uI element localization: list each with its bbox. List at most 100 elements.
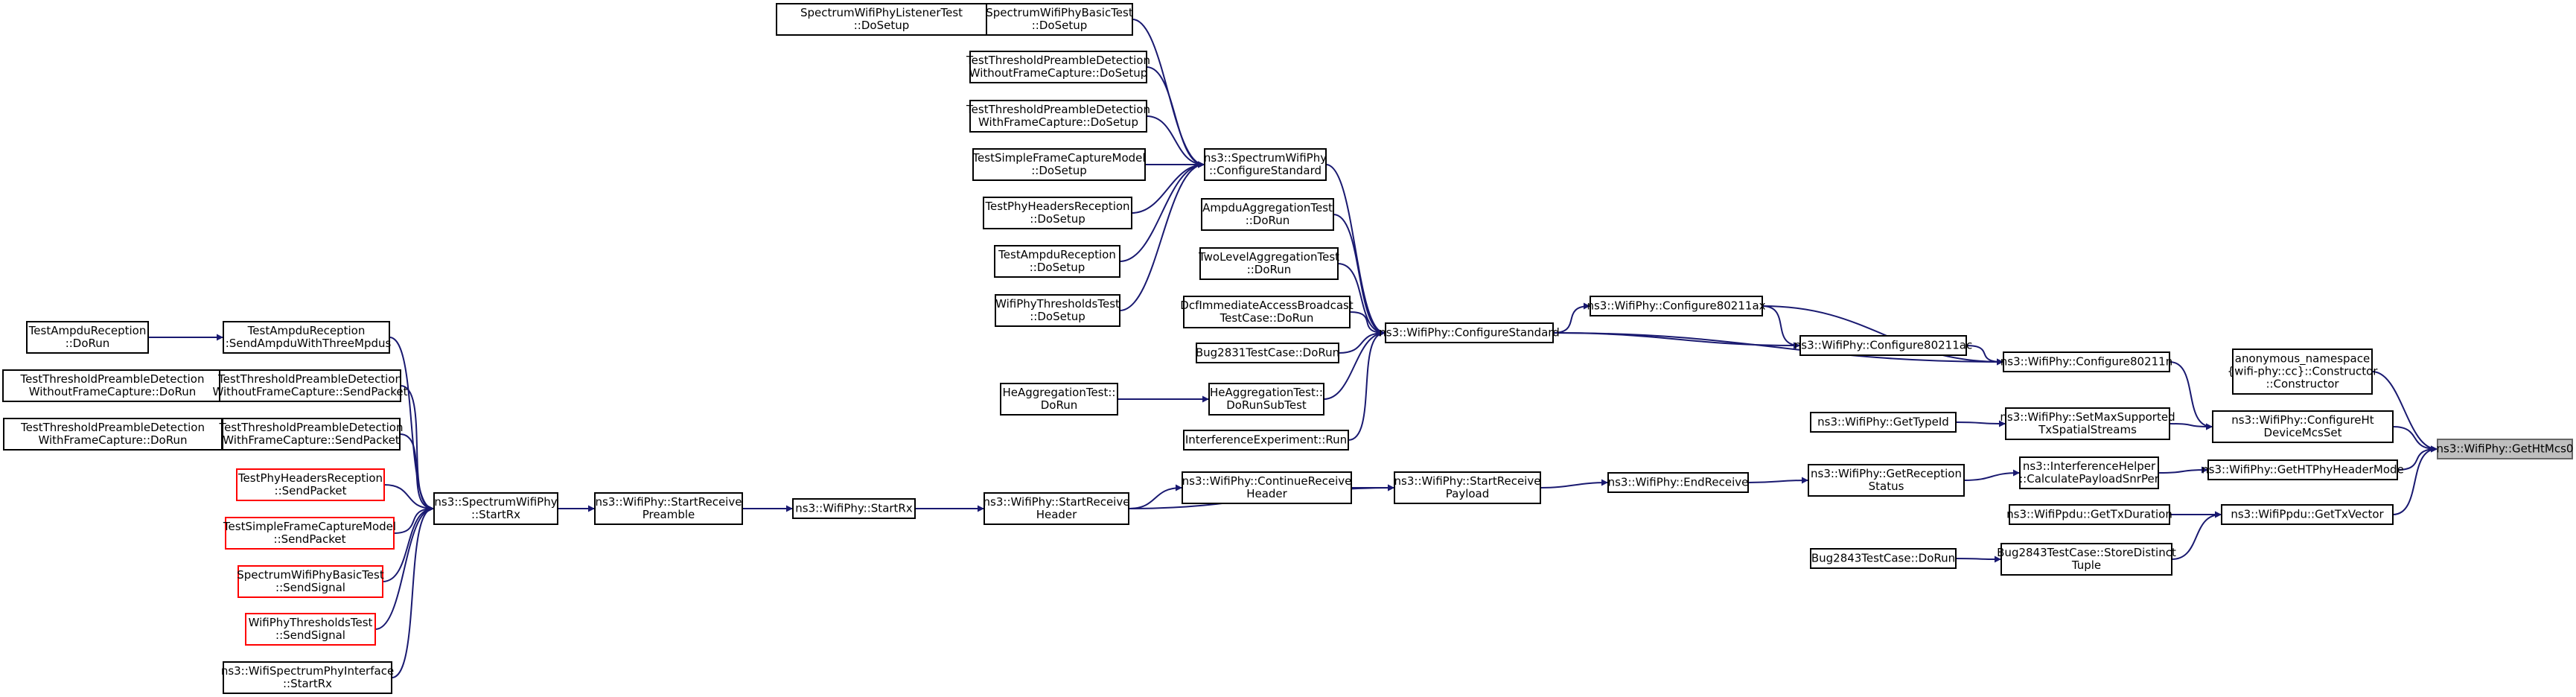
node-box [236, 468, 385, 501]
node-box [1607, 472, 1749, 493]
edge-n17-to-n19 [1762, 305, 2003, 366]
node-label-line: {wifi-phy::cc}::Constructor [2228, 365, 2379, 378]
node-label-line: DoRun [1041, 398, 1078, 412]
node-bug2843testcase-dorun[interactable]: Bug2843TestCase::DoRun [1810, 548, 1957, 569]
node-box [1183, 296, 1351, 328]
node-testthresholdpreambledetection-withframecapture-sendpacket[interactable]: TestThresholdPreambleDetectionWithFrameC… [219, 418, 404, 451]
node-label-line: ::DoRun [1246, 214, 1290, 227]
node-interferenceexperiment-run[interactable]: InterferenceExperiment::Run [1183, 430, 1349, 451]
edge-n22-to-n23 [2169, 423, 2213, 430]
node-anonymous-namespace-wifi-phy-cc-constructor-constructor[interactable]: anonymous_namespace{wifi-phy::cc}::Const… [2228, 348, 2379, 395]
edge-n34-to-n36 [374, 505, 434, 630]
node-heaggregationtest-dorunsubtest[interactable]: HeAggregationTest::DoRunSubTest [1208, 383, 1324, 416]
node-ns3-spectrumwifiphy-startrx[interactable]: ns3::SpectrumWifiPhy::StartRx [433, 492, 558, 525]
node-testphyheadersreception-dosetup[interactable]: TestPhyHeadersReception::DoSetup [983, 197, 1132, 229]
node-testthresholdpreambledetection-withoutframecapture-dosetup[interactable]: TestThresholdPreambleDetectionWithoutFra… [966, 51, 1150, 83]
node-ns3-wifippdu-gettxduration[interactable]: ns3::WifiPpdu::GetTxDuration [2006, 504, 2172, 525]
node-label-line: ns3::InterferenceHelper [2023, 459, 2156, 473]
node-wifiphythresholdstest-dosetup[interactable]: WifiPhyThresholdsTest::DoSetup [995, 294, 1120, 327]
node-ns3-wifiphy-gettypeid[interactable]: ns3::WifiPhy::GetTypeId [1810, 412, 1957, 433]
node-ns3-wifispectrumphyinterface-startrx[interactable]: ns3::WifiSpectrumPhyInterface::StartRx [221, 661, 394, 694]
node-box [1590, 296, 1763, 316]
node-testthresholdpreambledetection-withoutframecapture-dorun[interactable]: TestThresholdPreambleDetectionWithoutFra… [2, 369, 223, 402]
edge-n19-to-n23 [2169, 361, 2213, 430]
node-testampdureception-dorun[interactable]: TestAmpduReception::DoRun [26, 321, 149, 354]
edge-n16-to-n18 [1552, 332, 1800, 349]
node-box [1394, 471, 1541, 504]
node-dcfimmediateaccessbroadcast-testcase-dorun[interactable]: DcfImmediateAccessBroadcastTestCase::DoR… [1180, 296, 1354, 328]
node-box [223, 661, 392, 694]
node-label-line: Bug2831TestCase::DoRun [1196, 346, 1339, 360]
node-testsimpleframecapturemodel-sendpacket[interactable]: TestSimpleFrameCaptureModel::SendPacket [223, 517, 396, 550]
node-box [222, 418, 401, 451]
node-testampdureception-sendampduwiththreempdus[interactable]: TestAmpduReception::SendAmpduWithThreeMp… [222, 321, 392, 354]
node-ns3-wifiphy-configure80211ac[interactable]: ns3::WifiPhy::Configure80211ac [1794, 335, 1972, 356]
node-box [986, 3, 1133, 36]
node-box [969, 51, 1147, 83]
node-ns3-interferencehelper-calculatepayloadsnrper[interactable]: ns3::InterferenceHelper::CalculatePayloa… [2019, 456, 2160, 489]
node-box [2000, 543, 2172, 576]
node-ns3-wifiphy-gethtmcs0[interactable]: ns3::WifiPhy::GetHtMcs0 [2437, 439, 2574, 459]
node-ns3-wifiphy-configurestandard[interactable]: ns3::WifiPhy::ConfigureStandard [1379, 322, 1560, 343]
edge-n15-to-n16 [1348, 329, 1386, 441]
node-label-line: WithoutFrameCapture::DoSetup [969, 66, 1148, 80]
node-label-line: AmpduAggregationTest [1202, 201, 1333, 214]
node-box [1799, 335, 1967, 356]
node-testthresholdpreambledetection-withoutframecapture-sendpacket[interactable]: TestThresholdPreambleDetectionWithoutFra… [213, 369, 408, 402]
node-spectrumwifiphybasictest-sendsignal[interactable]: SpectrumWifiPhyBasicTest::SendSignal [237, 565, 384, 598]
node-bug2831testcase-dorun[interactable]: Bug2831TestCase::DoRun [1196, 343, 1339, 363]
node-box [594, 492, 743, 525]
node-label-line: HeAggregationTest:: [1003, 386, 1116, 399]
node-wifiphythresholdstest-sendsignal[interactable]: WifiPhyThresholdsTest::SendSignal [245, 613, 376, 646]
node-label-line: ns3::SpectrumWifiPhy [434, 495, 557, 509]
node-label-line: ns3::WifiPhy::Configure80211ax [1587, 299, 1765, 313]
node-testthresholdpreambledetection-withframecapture-dosetup[interactable]: TestThresholdPreambleDetectionWithFrameC… [966, 100, 1150, 133]
edge-n31-to-n36 [383, 484, 434, 512]
node-ns3-wifiphy-configure80211n[interactable]: ns3::WifiPhy::Configure80211n [2000, 351, 2172, 372]
node-heaggregationtest-dorun[interactable]: HeAggregationTest::DoRun [1000, 383, 1118, 416]
node-ampduaggregationtest-dorun[interactable]: AmpduAggregationTest::DoRun [1201, 198, 1334, 231]
edge-n3-to-n8 [1146, 115, 1205, 168]
node-label-line: TestAmpduReception [28, 324, 147, 337]
node-box [1385, 322, 1554, 343]
edge-n49-to-n47 [2171, 511, 2222, 560]
node-testampdureception-dosetup[interactable]: TestAmpduReception::DoSetup [994, 245, 1120, 278]
node-ns3-wifippdu-gettxvector[interactable]: ns3::WifiPpdu::GetTxVector [2221, 504, 2394, 525]
node-label-line: ::DoSetup [1031, 164, 1087, 177]
node-label-line: ::DoSetup [1030, 212, 1085, 226]
node-ns3-wifiphy-gethtphyheadermode[interactable]: ns3::WifiPhy::GetHTPhyHeaderMode [2202, 459, 2404, 480]
node-ns3-wifiphy-startrx[interactable]: ns3::WifiPhy::StartRx [792, 498, 916, 519]
node-label-line: ns3::WifiPhy::GetHTPhyHeaderMode [2202, 463, 2404, 477]
node-label-line: TestPhyHeadersReception [984, 200, 1129, 213]
node-spectrumwifiphybasictest-dosetup[interactable]: SpectrumWifiPhyBasicTest::DoSetup [986, 3, 1133, 36]
node-ns3-wifiphy-configure80211ax[interactable]: ns3::WifiPhy::Configure80211ax [1587, 296, 1766, 316]
node-testthresholdpreambledetection-withframecapture-dorun[interactable]: TestThresholdPreambleDetectionWithFrameC… [3, 418, 223, 451]
node-label-line: ::SendPacket [274, 532, 346, 546]
node-label-line: TestSimpleFrameCaptureModel [972, 151, 1145, 165]
edge-n16-to-n19 [1552, 332, 2003, 366]
node-box [223, 321, 390, 354]
node-twolevelaggregationtest-dorun[interactable]: TwoLevelAggregationTest::DoRun [1198, 247, 1339, 280]
node-label-line: WithoutFrameCapture::DoRun [29, 385, 197, 398]
edge-n32-to-n36 [393, 505, 434, 534]
node-ns3-wifiphy-setmaxsupported-txspatialstreams[interactable]: ns3::WifiPhy::SetMaxSupportedTxSpatialSt… [2000, 407, 2175, 440]
edge-n8-to-n16 [1325, 164, 1386, 337]
node-box [1196, 343, 1339, 363]
node-label-line: ::CalculatePayloadSnrPer [2019, 472, 2160, 486]
node-spectrumwifiphylistenertest-dosetup[interactable]: SpectrumWifiPhyListenerTest::DoSetup [776, 3, 987, 36]
node-testphyheadersreception-sendpacket[interactable]: TestPhyHeadersReception::SendPacket [236, 468, 385, 501]
node-box [1810, 412, 1957, 433]
node-label-line: ns3::WifiPpdu::GetTxVector [2231, 508, 2384, 521]
node-box [2437, 439, 2573, 459]
node-testsimpleframecapturemodel-dosetup[interactable]: TestSimpleFrameCaptureModel::DoSetup [972, 148, 1146, 181]
node-label-line: SpectrumWifiPhyBasicTest [986, 6, 1133, 19]
node-ns3-spectrumwifiphy-configurestandard[interactable]: ns3::SpectrumWifiPhy::ConfigureStandard [1204, 148, 1327, 181]
node-ns3-wifiphy-endreceive[interactable]: ns3::WifiPhy::EndReceive [1607, 472, 1749, 493]
